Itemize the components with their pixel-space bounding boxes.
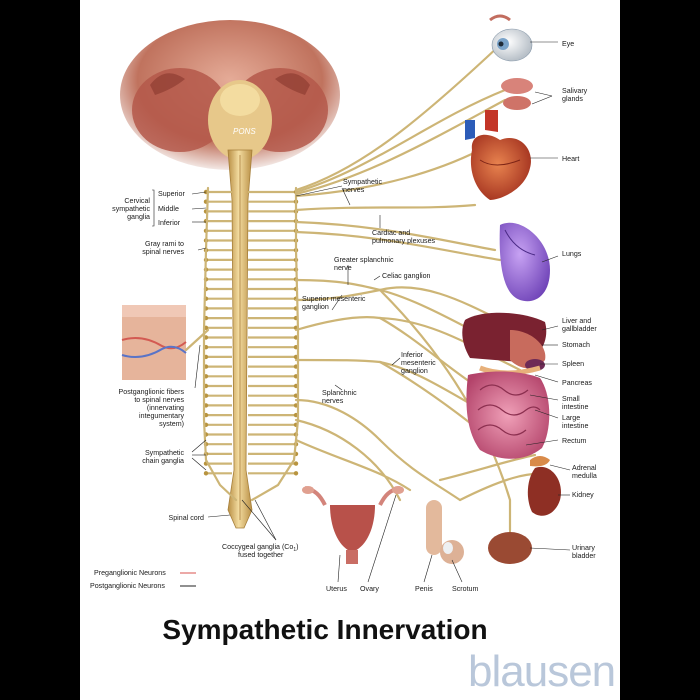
label-chain-ganglia-line2: chain ganglia xyxy=(142,457,184,465)
label-middle: Middle xyxy=(158,205,179,213)
figure-title: Sympathetic Innervation xyxy=(162,614,487,645)
label-superior: Superior xyxy=(158,190,185,198)
label-inferior: Inferior xyxy=(158,219,181,227)
label-cardiac-line1: Cardiac and xyxy=(372,229,410,237)
label-cardiac-line2: pulmonary plexuses xyxy=(372,237,436,245)
label-adrenal-line1: Adrenal xyxy=(572,464,597,472)
label-sup-mesenteric-line2: ganglion xyxy=(302,303,329,311)
label-cervical-line3: ganglia xyxy=(127,213,150,221)
anatomy-diagram: PONS xyxy=(90,14,616,696)
label-salivary-line1: Salivary xyxy=(562,87,588,95)
label-large-intestine-line1: Large xyxy=(562,414,580,422)
label-lungs: Lungs xyxy=(562,250,582,258)
label-liver-line1: Liver and xyxy=(562,317,591,325)
salivary-glands-illustration xyxy=(501,78,533,110)
label-inf-mesenteric-line1: Inferior xyxy=(401,351,424,359)
label-small-intestine-line2: intestine xyxy=(562,403,588,411)
label-ovary: Ovary xyxy=(360,585,379,593)
label-inf-mesenteric-line2: mesenteric xyxy=(401,359,436,367)
label-splanchnic-line1: Splanchnic xyxy=(322,389,357,397)
eye-illustration xyxy=(489,14,533,62)
chain-ganglion-right xyxy=(293,471,299,476)
legend-preganglionic-label: Preganglionic Neurons xyxy=(94,569,166,577)
label-sup-mesenteric-line1: Superior mesenteric xyxy=(302,295,366,303)
label-liver-line2: gallbladder xyxy=(562,325,597,333)
male-genitalia-illustration xyxy=(426,500,464,564)
label-cervical-line2: sympathetic xyxy=(112,205,150,213)
heart-illustration xyxy=(465,110,531,200)
label-inf-mesenteric-line3: ganglion xyxy=(401,367,428,375)
uterus-illustration xyxy=(302,486,404,564)
label-rectum: Rectum xyxy=(562,437,587,445)
label-greater-splanchnic-line1: Greater splanchnic xyxy=(334,256,394,264)
label-scrotum: Scrotum xyxy=(452,585,479,593)
brain-illustration xyxy=(120,20,340,170)
label-pancreas: Pancreas xyxy=(562,379,592,387)
illustration-panel: PONS xyxy=(80,0,620,700)
cervical-bracket xyxy=(152,189,155,227)
spinal-nerve-branches xyxy=(203,189,299,476)
label-large-intestine-line2: intestine xyxy=(562,422,588,430)
liver-stomach-illustration xyxy=(462,312,547,376)
label-bladder-line1: Urinary xyxy=(572,544,595,552)
chain-ganglion-left xyxy=(203,471,209,476)
lungs-illustration xyxy=(499,222,550,302)
label-greater-splanchnic-line2: nerve xyxy=(334,264,352,272)
label-kidney: Kidney xyxy=(572,491,594,499)
sympathetic-chain-left xyxy=(202,186,238,502)
label-postganglionic-line4: integumentary xyxy=(139,412,184,420)
label-penis: Penis xyxy=(415,585,433,593)
label-sympathetic-nerves-line1: Sympathetic xyxy=(343,178,382,186)
label-heart: Heart xyxy=(562,155,579,163)
label-postganglionic-line1: Postganglionic fibers xyxy=(119,388,185,396)
label-coccygeal-line2: fused together xyxy=(238,551,284,559)
label-uterus: Uterus xyxy=(326,585,347,593)
label-gray-rami-line1: Gray rami to xyxy=(145,240,184,248)
label-bladder-line2: bladder xyxy=(572,552,596,560)
label-postganglionic-line3: (innervating xyxy=(147,404,184,412)
label-postganglionic-line5: system) xyxy=(159,420,184,428)
urinary-bladder-illustration xyxy=(488,522,532,564)
label-eye: Eye xyxy=(562,40,574,48)
label-celiac-ganglion: Celiac ganglion xyxy=(382,272,431,280)
label-chain-ganglia-line1: Sympathetic xyxy=(145,449,184,457)
spinal-cord xyxy=(227,149,253,529)
legend: Preganglionic Neurons Postganglionic Neu… xyxy=(90,569,196,590)
chain-ganglion-right xyxy=(293,461,299,466)
brand-logo: blausen xyxy=(468,647,615,696)
intestines-illustration xyxy=(466,371,550,459)
label-leaders xyxy=(191,41,571,583)
label-postganglionic-line2: to spinal nerves xyxy=(134,396,184,404)
label-splanchnic-line2: nerves xyxy=(322,397,344,405)
label-spinal-cord: Spinal cord xyxy=(169,514,205,522)
skin-inset-illustration xyxy=(121,305,210,380)
label-salivary-line2: glands xyxy=(562,95,583,103)
kidney-adrenal-illustration xyxy=(527,456,561,516)
label-stomach: Stomach xyxy=(562,341,590,349)
pons-label: PONS xyxy=(233,127,256,136)
label-spleen: Spleen xyxy=(562,360,584,368)
label-small-intestine-line1: Small xyxy=(562,395,580,403)
legend-postganglionic-label: Postganglionic Neurons xyxy=(90,582,165,590)
label-coccygeal-line1: Coccygeal ganglia (Co1) xyxy=(222,543,299,553)
label-gray-rami-line2: spinal nerves xyxy=(142,248,184,256)
label-cervical-line1: Cervical xyxy=(124,197,150,205)
label-adrenal-line2: medulla xyxy=(572,472,597,480)
label-sympathetic-nerves-line2: nerves xyxy=(343,186,365,194)
